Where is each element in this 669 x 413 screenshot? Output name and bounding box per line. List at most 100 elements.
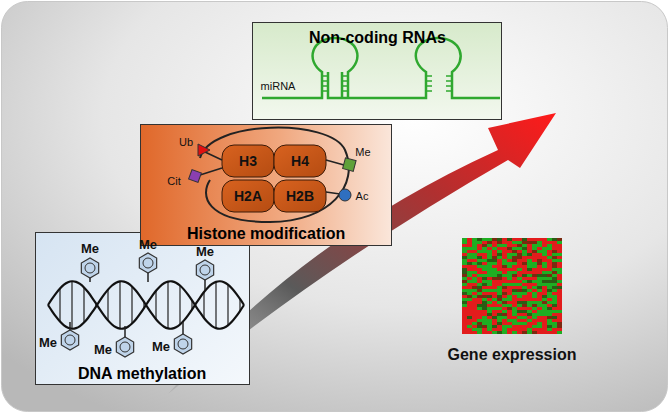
base-pair [426, 80, 432, 82]
heatmap-cell [492, 247, 497, 250]
heatmap-cell [542, 280, 547, 283]
heatmap-cell [522, 307, 527, 310]
heatmap-cell [542, 301, 547, 304]
heatmap-cell [477, 292, 482, 295]
heatmap-cell [492, 274, 497, 277]
base-pair [446, 80, 452, 82]
heatmap-cell [502, 301, 507, 304]
heatmap-cell [512, 259, 517, 262]
heatmap-cell [522, 286, 527, 289]
heatmap-cell [472, 301, 477, 304]
heatmap-cell [482, 265, 487, 268]
heatmap-cell [462, 322, 467, 325]
histone-h2b [274, 180, 326, 212]
heatmap-cell [552, 283, 557, 286]
heatmap-cell [467, 253, 472, 256]
heatmap-cell [487, 328, 492, 331]
heatmap-cell [472, 331, 477, 334]
heatmap-cell [532, 241, 537, 244]
heatmap-cell [472, 271, 477, 274]
heatmap-cell [472, 292, 477, 295]
heatmap-cell [502, 298, 507, 301]
heatmap-cell [527, 322, 532, 325]
heatmap-cell [537, 265, 542, 268]
heatmap-cell [547, 292, 552, 295]
heatmap-cell [527, 310, 532, 313]
heatmap-cell [507, 238, 512, 241]
heatmap-cell [502, 256, 507, 259]
heatmap-cell [487, 277, 492, 280]
heatmap-cell [542, 247, 547, 250]
methyl-label: Me [196, 245, 214, 258]
citrullination-mark [189, 170, 202, 183]
heatmap-cell [507, 268, 512, 271]
heatmap-cell [467, 247, 472, 250]
heatmap-cell [502, 247, 507, 250]
heatmap-cell [552, 304, 557, 307]
heatmap-cell [467, 238, 472, 241]
heatmap-cell [462, 295, 467, 298]
heatmap-cell [497, 292, 502, 295]
heatmap-cell [482, 322, 487, 325]
dna-strand [48, 281, 244, 328]
heatmap-cell [507, 328, 512, 331]
heatmap-cell [512, 238, 517, 241]
heatmap-cell [492, 316, 497, 319]
heatmap-cell [462, 307, 467, 310]
ubiquitin-mark [198, 144, 210, 156]
heatmap-cell [512, 325, 517, 328]
heatmap-cell [507, 310, 512, 313]
heatmap-cell [557, 280, 562, 283]
dna-strand [48, 281, 244, 328]
heatmap-cell [552, 253, 557, 256]
heatmap-cell [462, 253, 467, 256]
heatmap-cell [482, 274, 487, 277]
heatmap-cell [557, 250, 562, 253]
heatmap-cell [532, 331, 537, 334]
modification-label: Ub [179, 137, 193, 148]
heatmap-cell [507, 265, 512, 268]
heatmap-cell [487, 259, 492, 262]
heatmap-cell [472, 298, 477, 301]
heatmap-cell [467, 301, 472, 304]
heatmap-cell [467, 283, 472, 286]
heatmap-cell [537, 247, 542, 250]
heatmap-cell [547, 283, 552, 286]
heatmap-cell [492, 241, 497, 244]
base-pair [191, 300, 192, 309]
heatmap-cell [522, 277, 527, 280]
heatmap-cell [462, 280, 467, 283]
heatmap-cell [517, 247, 522, 250]
heatmap-cell [532, 316, 537, 319]
heatmap-cell [502, 322, 507, 325]
heatmap-cell [477, 256, 482, 259]
heatmap-cell [472, 307, 477, 310]
heatmap-cell [517, 304, 522, 307]
heatmap-cell [467, 262, 472, 265]
heatmap-cell [517, 280, 522, 283]
heatmap-cell [532, 238, 537, 241]
heatmap-cell [522, 328, 527, 331]
heatmap-cell [492, 286, 497, 289]
heatmap-cell [547, 259, 552, 262]
base-pair [167, 281, 168, 328]
heatmap-cell [547, 301, 552, 304]
heatmap-cell [497, 322, 502, 325]
heatmap-cell [552, 238, 557, 241]
nucleosome [189, 128, 356, 222]
heatmap-cell [537, 274, 542, 277]
heatmap-cell [517, 262, 522, 265]
heatmap-cell [527, 277, 532, 280]
heatmap-cell [487, 331, 492, 334]
heatmap-cell [537, 298, 542, 301]
heatmap-cell [517, 292, 522, 295]
heatmap-cell [537, 322, 542, 325]
modification-label: Cit [167, 176, 180, 187]
base-pair [179, 285, 180, 324]
heatmap-cell [472, 325, 477, 328]
heatmap-cell [507, 301, 512, 304]
heatmap-cell [552, 244, 557, 247]
heatmap-cell [497, 316, 502, 319]
heatmap-cell [477, 259, 482, 262]
